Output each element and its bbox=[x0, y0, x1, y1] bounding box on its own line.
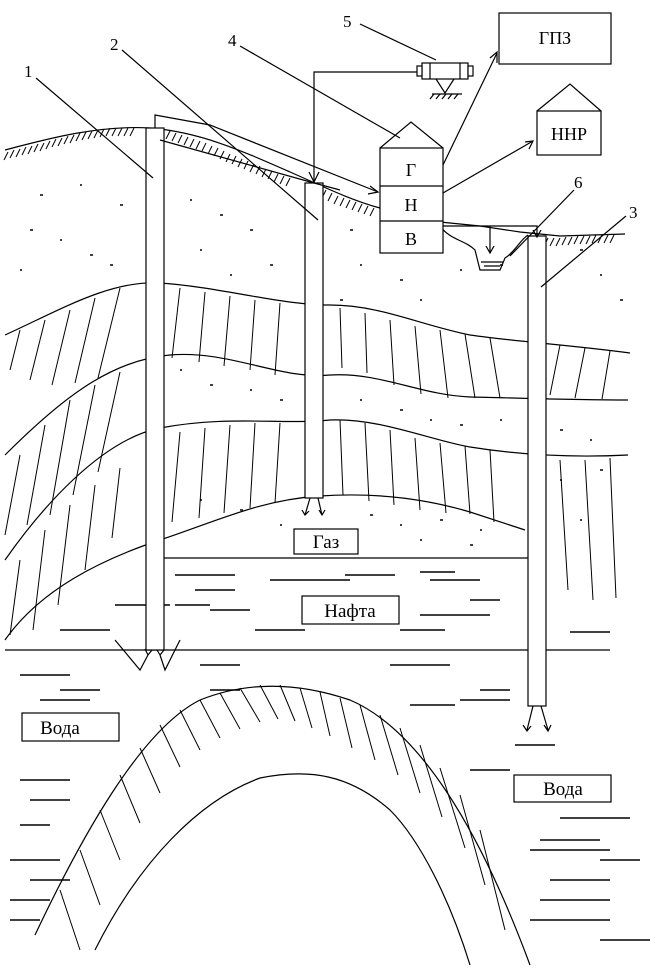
arrow-gas-plant bbox=[489, 50, 498, 63]
water-right-label-box bbox=[513, 774, 612, 803]
separator-section-oil: Н bbox=[405, 195, 418, 215]
leader-5 bbox=[359, 23, 437, 61]
stratum-boundary bbox=[4, 494, 526, 641]
ground-hatching bbox=[3, 127, 615, 247]
anticline-hatching bbox=[59, 684, 506, 951]
stratum-boundary bbox=[4, 353, 629, 456]
outflow-arrows-well-3 bbox=[522, 705, 552, 733]
separator-building bbox=[379, 121, 444, 254]
leader-3 bbox=[540, 215, 627, 288]
leader-4 bbox=[239, 45, 401, 139]
gas-plant-label: ГПЗ bbox=[539, 28, 571, 48]
pipe-water-to-pit bbox=[443, 225, 491, 252]
oil-depot-label: ННР bbox=[551, 124, 587, 144]
oil-zone-label: Нафта bbox=[324, 601, 376, 622]
callout-3: 3 bbox=[629, 203, 638, 222]
callout-4: 4 bbox=[228, 31, 237, 50]
pipe-to-gas-plant bbox=[442, 52, 498, 166]
waste-pit bbox=[439, 225, 529, 271]
callout-6: 6 bbox=[574, 173, 583, 192]
pipe-to-oil-depot bbox=[442, 140, 534, 194]
arrow-into-well-2 bbox=[308, 171, 320, 184]
flow-meter bbox=[416, 62, 474, 100]
water-left-label: Вода bbox=[40, 718, 80, 739]
leader-1 bbox=[35, 77, 154, 179]
meter-loop-line bbox=[313, 71, 422, 183]
arrow-into-separator bbox=[367, 185, 380, 195]
leader-6 bbox=[509, 189, 575, 257]
callout-5: 5 bbox=[343, 12, 352, 31]
gas-plant-box bbox=[498, 12, 612, 65]
oil-label-box bbox=[301, 595, 400, 625]
gas-zone-label: Газ bbox=[313, 532, 339, 553]
separator-section-water: В bbox=[405, 229, 417, 249]
oil-layer-dashes bbox=[60, 571, 610, 633]
water-right-label: Вода bbox=[543, 779, 583, 800]
ground-surface-line bbox=[4, 126, 626, 237]
water-dashes bbox=[10, 664, 650, 941]
leader-2 bbox=[121, 49, 319, 221]
stratum-boundary bbox=[4, 419, 629, 561]
arrow-to-well-3 bbox=[532, 229, 542, 239]
pipe-pit-to-well-3 bbox=[490, 225, 538, 236]
outflow-arrows-well-2 bbox=[301, 497, 326, 517]
well-3 bbox=[527, 235, 547, 707]
strata-hatching bbox=[4, 287, 617, 636]
well-2 bbox=[304, 182, 324, 499]
inflow-arrows-well-1 bbox=[114, 639, 181, 672]
pipeline-well-1-to-separator bbox=[154, 114, 379, 193]
pipeline-well-2-to-separator bbox=[159, 139, 341, 191]
callout-2: 2 bbox=[110, 35, 119, 54]
arrow-oil-depot bbox=[524, 140, 535, 150]
oil-depot-building bbox=[536, 83, 602, 156]
arrow-to-pit bbox=[485, 245, 495, 255]
callout-1: 1 bbox=[24, 62, 33, 81]
well-1 bbox=[145, 127, 165, 651]
stratum-boundary bbox=[4, 282, 631, 354]
waste-pit-liquid bbox=[481, 261, 503, 267]
anticline-inner bbox=[94, 773, 471, 966]
separator-section-gas: Г bbox=[406, 160, 416, 180]
gas-label-box bbox=[293, 528, 359, 555]
water-left-label-box bbox=[21, 712, 120, 742]
